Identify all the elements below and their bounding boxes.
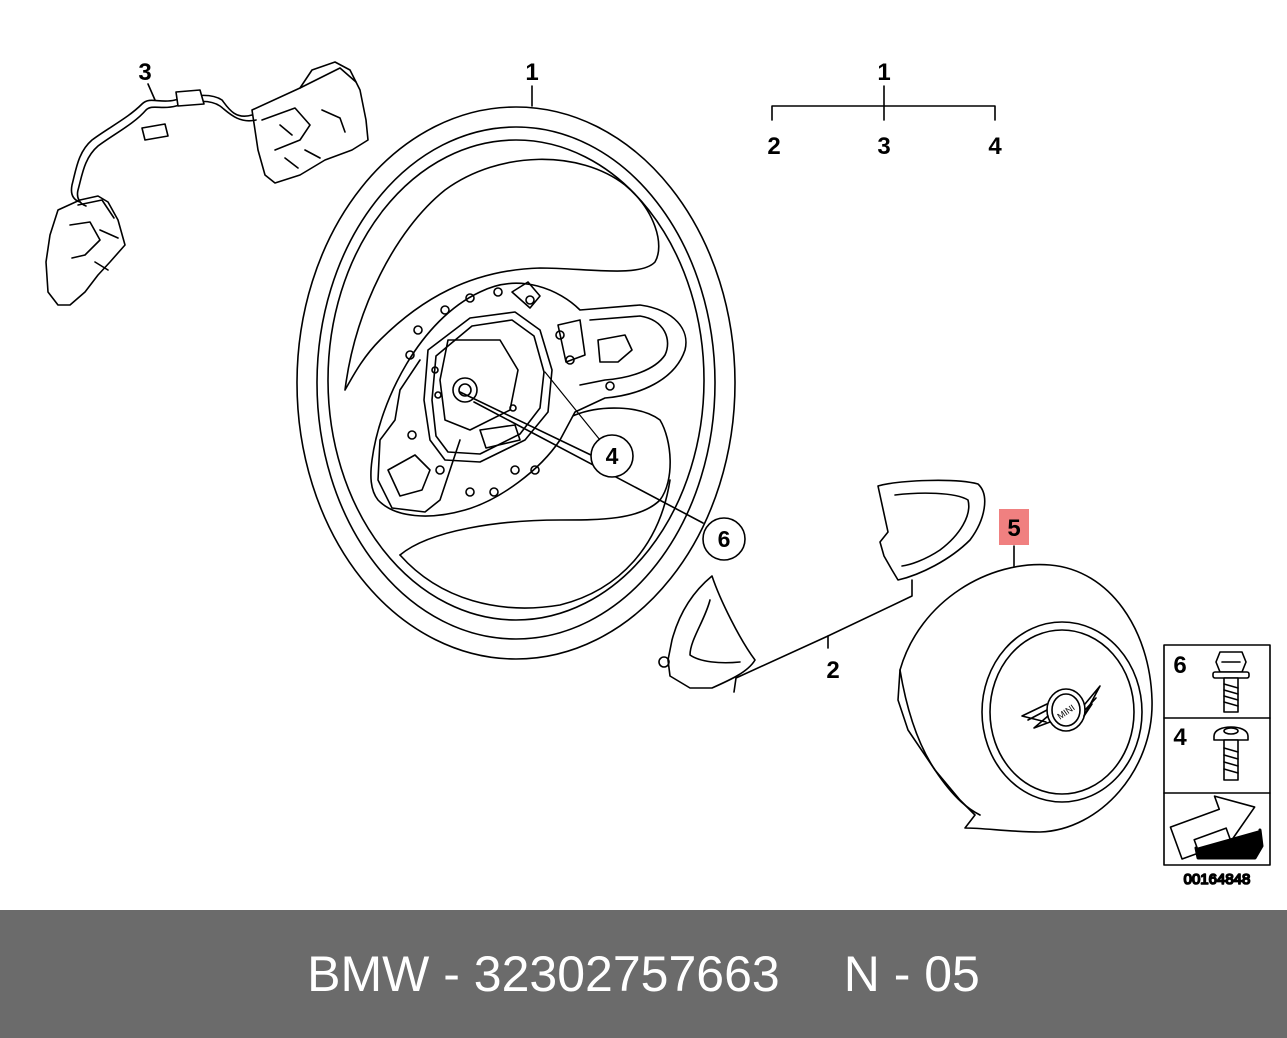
steering-wheel-part [296, 106, 736, 660]
harness-leader-line [147, 83, 156, 101]
airbag-callout-highlight: 5 [999, 509, 1029, 545]
svg-text:5: 5 [1007, 515, 1020, 542]
hex-flange-bolt-icon [1212, 651, 1250, 713]
spoke-cover-upper-part [877, 479, 986, 581]
tree-child-3-label: 3 [877, 133, 890, 160]
assembly-tree: 1 2 3 4 [767, 59, 1002, 160]
wire-harness-part [45, 61, 369, 306]
spoke-cover-lower-part [658, 575, 756, 689]
callout-1-wheel: 1 [525, 59, 538, 86]
callout-2-covers: 2 [826, 657, 839, 684]
tree-child-2-label: 2 [767, 133, 780, 160]
mini-logo-icon: MINI [1021, 685, 1101, 732]
svg-text:6: 6 [718, 526, 731, 552]
arrow-icon [1169, 795, 1264, 860]
tree-root-label: 1 [877, 59, 890, 86]
diagram-position: N - 05 [843, 946, 980, 1002]
brand-label: BMW [307, 946, 430, 1002]
table-row-6-number: 6 [1173, 652, 1186, 679]
callout-circle-6: 6 [702, 517, 746, 561]
callout-circle-4: 4 [590, 434, 634, 478]
svg-text:4: 4 [606, 443, 619, 469]
cover-leader-lines [733, 579, 913, 693]
part-number-footer: BMW - 32302757663 N - 05 [0, 910, 1287, 1038]
hardware-table: 6 4 [1163, 644, 1271, 866]
torx-screw-icon [1213, 726, 1249, 781]
footer-dash: - [443, 946, 460, 1002]
callout-3-harness: 3 [138, 59, 151, 86]
table-row-4-number: 4 [1173, 724, 1187, 751]
part-number: 32302757663 [473, 946, 780, 1002]
airbag-module-part: MINI [897, 545, 1153, 833]
tree-child-4-label: 4 [988, 133, 1002, 160]
reference-number: 00164848 [1184, 871, 1251, 888]
parts-diagram: 4 6 MINI 5 1 3 [45, 59, 1271, 889]
